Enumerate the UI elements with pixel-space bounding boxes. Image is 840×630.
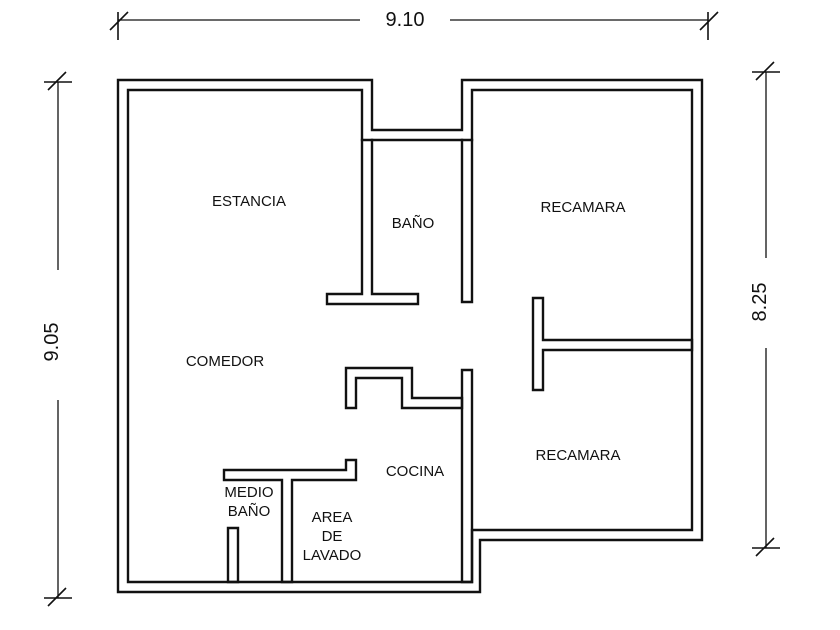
room-label-area-lavado-line1: AREA [312, 509, 353, 526]
room-label-bano: BAÑO [392, 215, 435, 232]
room-label-area-lavado-line3: LAVADO [303, 547, 362, 564]
dimension-top: 9.10 [109, 9, 719, 40]
dimension-left: 9.05 [41, 71, 72, 607]
room-label-medio-bano-line1: MEDIO [224, 484, 273, 501]
room-labels: ESTANCIA BAÑO RECAMARA COMEDOR RECAMARA … [186, 193, 626, 564]
dimension-left-label: 9.05 [41, 323, 63, 362]
dimension-top-label: 9.10 [386, 9, 425, 31]
room-label-recamara-2: RECAMARA [535, 447, 620, 464]
dimension-right-label: 8.25 [749, 283, 771, 322]
room-label-area-lavado-line2: DE [322, 528, 343, 545]
room-label-cocina: COCINA [386, 463, 444, 480]
room-label-comedor: COMEDOR [186, 353, 265, 370]
room-label-medio-bano-line2: BAÑO [228, 503, 271, 520]
room-label-recamara-1: RECAMARA [540, 199, 625, 216]
dimension-right: 8.25 [749, 61, 780, 557]
exterior-walls [116, 78, 704, 594]
room-label-estancia: ESTANCIA [212, 193, 286, 210]
interior-walls [222, 138, 694, 584]
